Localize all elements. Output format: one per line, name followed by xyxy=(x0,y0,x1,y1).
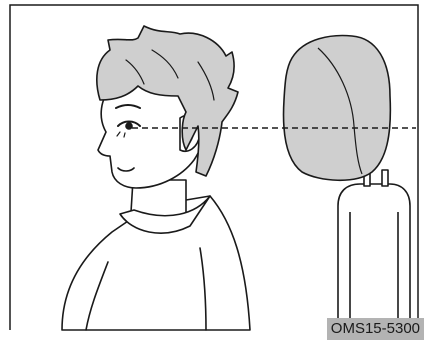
headrest xyxy=(284,36,391,181)
seatback xyxy=(338,184,410,330)
figure-code-label: OMS15-5300 xyxy=(327,318,424,340)
headrest-stay xyxy=(382,170,388,186)
car-seat xyxy=(284,36,410,330)
person xyxy=(62,26,250,330)
eye-pupil xyxy=(126,123,132,129)
